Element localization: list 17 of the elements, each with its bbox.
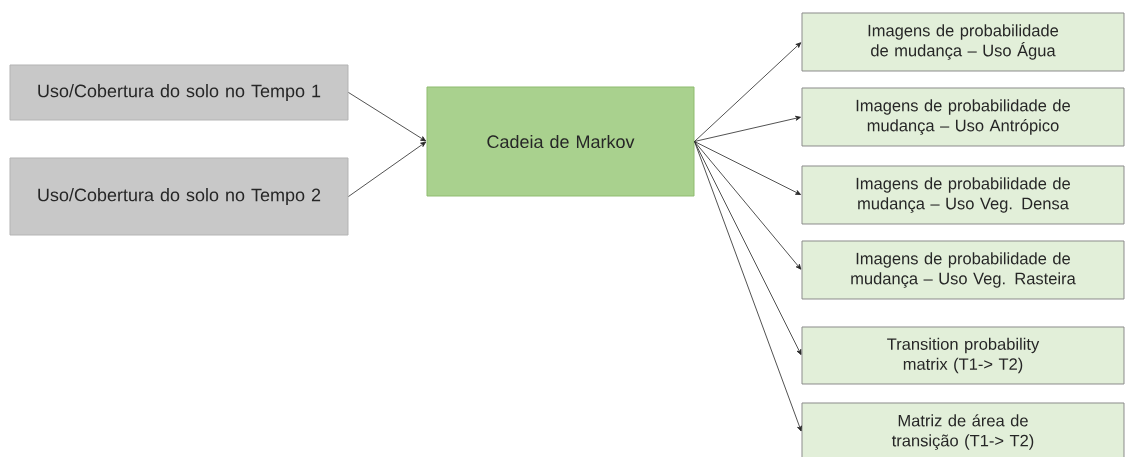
output-box: Matriz de área de transição (T1-> T2): [801, 402, 1125, 457]
process-box: Cadeia de Markov: [426, 86, 695, 197]
output-box: Transition probability matrix (T1-> T2): [801, 326, 1125, 385]
arrow: [348, 141, 427, 197]
output-box: Imagens de probabilidade de mudança – Uso Veg. Rasteira: [801, 240, 1125, 300]
output-box: Imagens de probabilidade de mudança – Uso Antrópico: [801, 87, 1125, 147]
arrow: [694, 42, 802, 142]
arrow: [694, 141, 802, 432]
arrow: [348, 92, 427, 142]
output-box: Imagens de probabilidade de mudança – Uso Veg. Densa: [801, 165, 1125, 225]
arrow: [694, 115, 801, 142]
output-box: Imagens de probabilidade de mudança – Uso Água: [801, 12, 1125, 72]
arrow: [694, 141, 801, 195]
arrow: [694, 141, 802, 355]
input-box: Uso/Cobertura do solo no Tempo 2: [9, 157, 349, 236]
input-box: Uso/Cobertura do solo no Tempo 1: [9, 64, 349, 121]
arrow: [694, 141, 802, 270]
